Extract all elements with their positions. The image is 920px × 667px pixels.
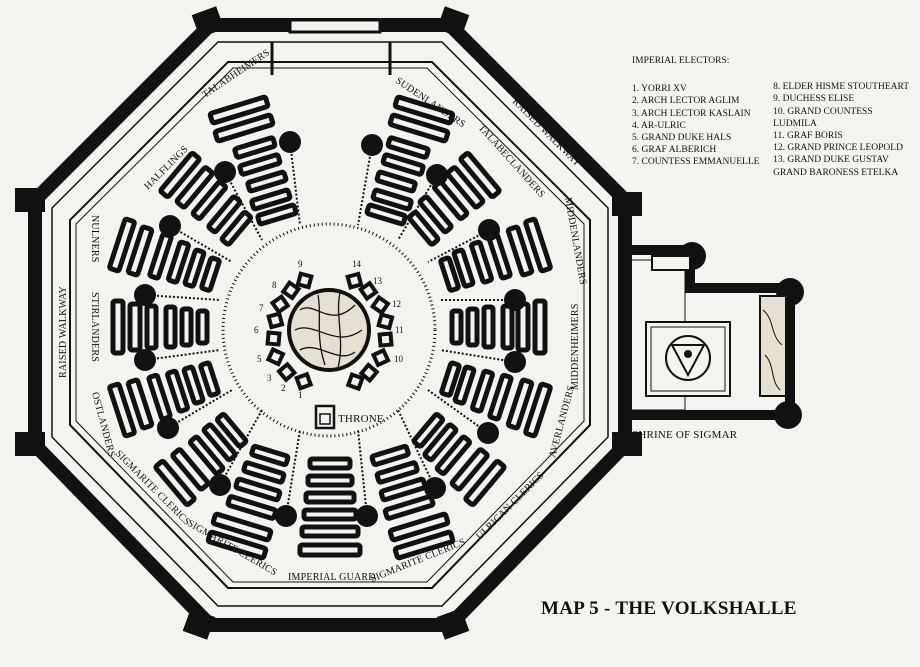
raised-walkway-right-label: RAISED WALKWAY <box>510 96 583 169</box>
legend-item: 7. COUNTESS EMMANUELLE <box>632 157 760 168</box>
legend-column-right: 8. ELDER HISME STOUTHEART 9. DUCHESS ELI… <box>773 81 912 179</box>
seat-number: 10 <box>394 354 404 364</box>
seating-rows <box>107 94 553 561</box>
buttresses <box>15 6 642 640</box>
walkway-rail <box>69 61 591 589</box>
legend-item: 11. GRAF BORIS <box>773 131 843 142</box>
legend-item: 9. DUCHESS ELISE <box>773 94 855 105</box>
seat-number: 9 <box>298 259 303 269</box>
central-floor <box>221 222 437 438</box>
elector-seats <box>265 271 395 392</box>
stirlanders-label: STIRLANDERS <box>89 292 100 362</box>
legend-item: 8. ELDER HISME STOUTHEART <box>773 82 910 93</box>
round-table <box>287 288 371 372</box>
legend-item: 10. GRAND COUNTESS LUDMILA <box>773 106 873 129</box>
map-title: MAP 5 - THE VOLKSHALLE <box>541 598 797 619</box>
legend-title: IMPERIAL ELECTORS: <box>632 56 730 66</box>
imperial-guard-label: IMPERIAL GUARD <box>288 572 376 583</box>
north-entrance <box>270 42 392 75</box>
seat-number: 4 <box>356 383 361 393</box>
pillars <box>134 131 526 527</box>
seat-numbers: 1 2 3 4 5 6 7 8 9 10 11 12 13 14 <box>254 259 404 400</box>
legend-item: GRAND BARONESS ETELKA <box>773 167 899 178</box>
seat-number: 7 <box>259 303 264 313</box>
seat-number: 6 <box>254 325 259 335</box>
legend-item: 2. ARCH LECTOR AGLIM <box>632 96 740 107</box>
legend-item: 4. AR-ULRIC <box>632 120 686 131</box>
shrine-label: SHRINE OF SIGMAR <box>632 429 738 441</box>
seat-number: 14 <box>352 259 362 269</box>
averlanders-label: AVERLANDERS <box>547 384 577 459</box>
legend-item: 5. GRAND DUKE HALS <box>632 133 732 144</box>
raised-walkway-left-label: RAISED WALKWAY <box>58 286 69 378</box>
middenheimers-label: MIDDENHEIMERS <box>570 304 581 391</box>
throne-label: THRONE <box>338 413 384 425</box>
legend-item: 3. ARCH LECTOR KASLAIN <box>632 108 751 119</box>
legend-item: 1. YORRI XV <box>632 84 687 95</box>
aisles <box>144 141 516 517</box>
throne-icon <box>314 404 336 430</box>
legend-column-left: 1. YORRI XV 2. ARCH LECTOR AGLIM 3. ARCH… <box>632 83 773 179</box>
sigmar-symbol-icon <box>665 335 711 381</box>
shrine-annex <box>625 242 804 429</box>
legend-item: 6. GRAF ALBERICH <box>632 145 717 156</box>
talabheimers-label: TALABHEIMERS <box>201 47 273 100</box>
electors-legend: IMPERIAL ELECTORS: 1. YORRI XV 2. ARCH L… <box>632 55 912 179</box>
seat-number: 13 <box>373 276 383 286</box>
seat-number: 3 <box>267 373 272 383</box>
nulners-label: NULNERS <box>89 215 100 263</box>
legend-item: 13. GRAND DUKE GUSTAV <box>773 155 889 166</box>
seat-number: 5 <box>257 354 262 364</box>
seat-number: 2 <box>281 383 286 393</box>
seat-number: 1 <box>298 390 303 400</box>
seat-number: 11 <box>395 325 404 335</box>
seat-number: 12 <box>392 299 401 309</box>
legend-item: 12. GRAND PRINCE LEOPOLD <box>773 143 903 154</box>
seat-number: 8 <box>272 280 277 290</box>
